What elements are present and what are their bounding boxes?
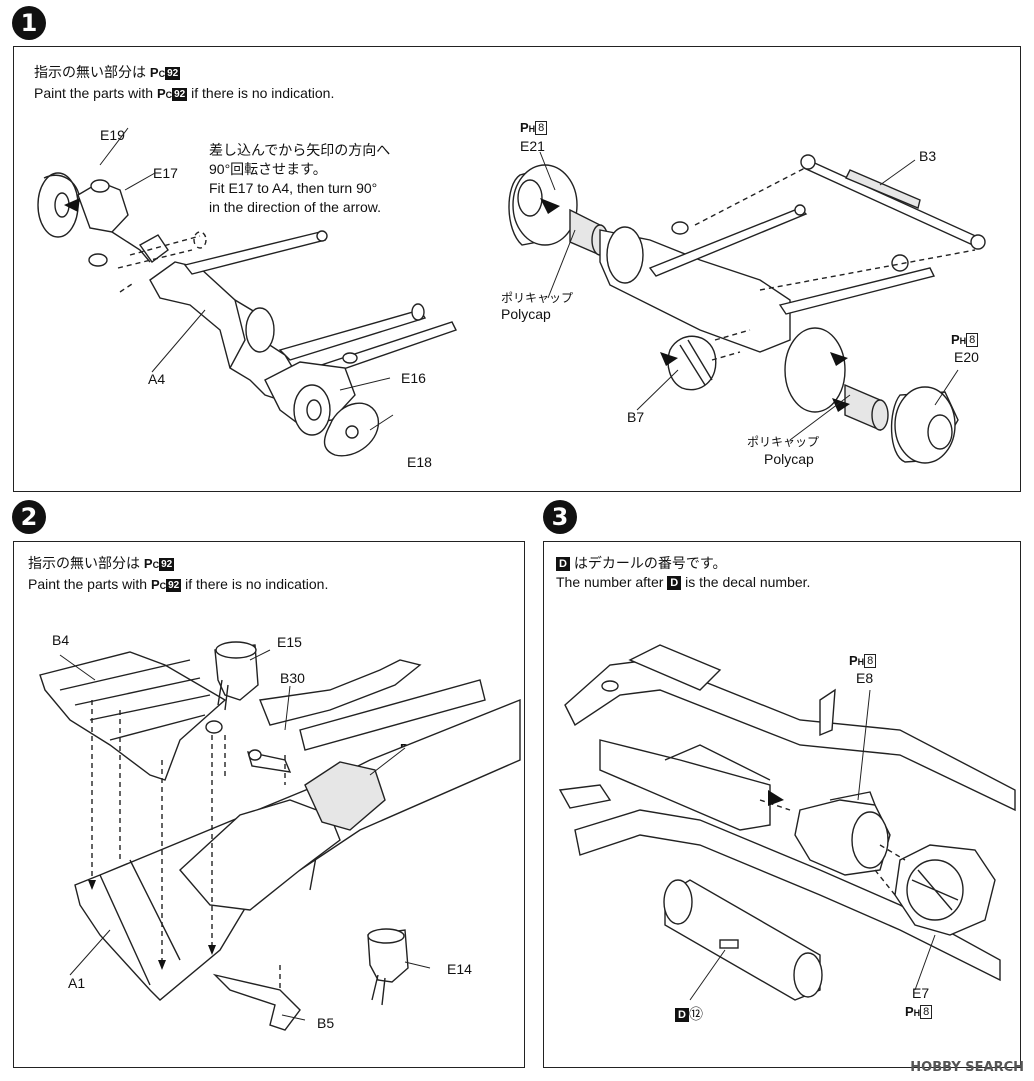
frame-crossmember bbox=[599, 739, 771, 831]
step-1-badge: 1 bbox=[12, 6, 46, 40]
label-e14: E14 bbox=[447, 961, 472, 977]
e15-shock bbox=[214, 644, 259, 701]
label-b3: B3 bbox=[919, 148, 937, 164]
label-b7: B7 bbox=[627, 409, 645, 425]
step-2-badge: 2 bbox=[12, 500, 46, 534]
label-polycap-en-1: Polycap bbox=[501, 306, 551, 322]
label-b4: B4 bbox=[52, 632, 70, 648]
label-b30: B30 bbox=[280, 670, 305, 686]
frame-rail-lower bbox=[574, 809, 1001, 982]
label-e21: E21 bbox=[520, 138, 545, 154]
step-1-drawing bbox=[37, 127, 986, 464]
fuel-tank bbox=[664, 879, 821, 1001]
label-e18: E18 bbox=[407, 454, 432, 470]
label-a1: A1 bbox=[68, 975, 86, 991]
engine-block bbox=[304, 761, 386, 831]
label-b5: B5 bbox=[317, 1015, 335, 1031]
step-3-badge: 3 bbox=[543, 500, 577, 534]
label-e17: E17 bbox=[153, 165, 178, 181]
decal-12-area bbox=[719, 939, 739, 949]
e18-disc bbox=[323, 402, 379, 457]
label-e19: E19 bbox=[100, 127, 125, 143]
step-3-decal-note: D はデカールの番号です。 The number after D is the … bbox=[556, 555, 811, 590]
label-e20: E20 bbox=[954, 349, 979, 365]
b5-bracket bbox=[212, 973, 301, 1031]
label-e15: E15 bbox=[277, 634, 302, 650]
label-polycap-jp-1: ポリキャップ bbox=[501, 291, 574, 305]
label-polycap-en-2: Polycap bbox=[764, 451, 814, 467]
label-a4: A4 bbox=[148, 371, 166, 387]
step-1-insert-note: 差し込んでから矢印の方向へ 90°回転させます。 Fit E17 to A4, … bbox=[209, 142, 391, 215]
label-e7: E7 bbox=[912, 985, 930, 1001]
label-e8: E8 bbox=[856, 670, 874, 686]
frame-rail-upper bbox=[564, 659, 1016, 812]
label-e16: E16 bbox=[401, 370, 426, 386]
watermark: HOBBY SEARCH bbox=[910, 1060, 1024, 1075]
label-polycap-jp-2: ポリキャップ bbox=[747, 435, 820, 449]
